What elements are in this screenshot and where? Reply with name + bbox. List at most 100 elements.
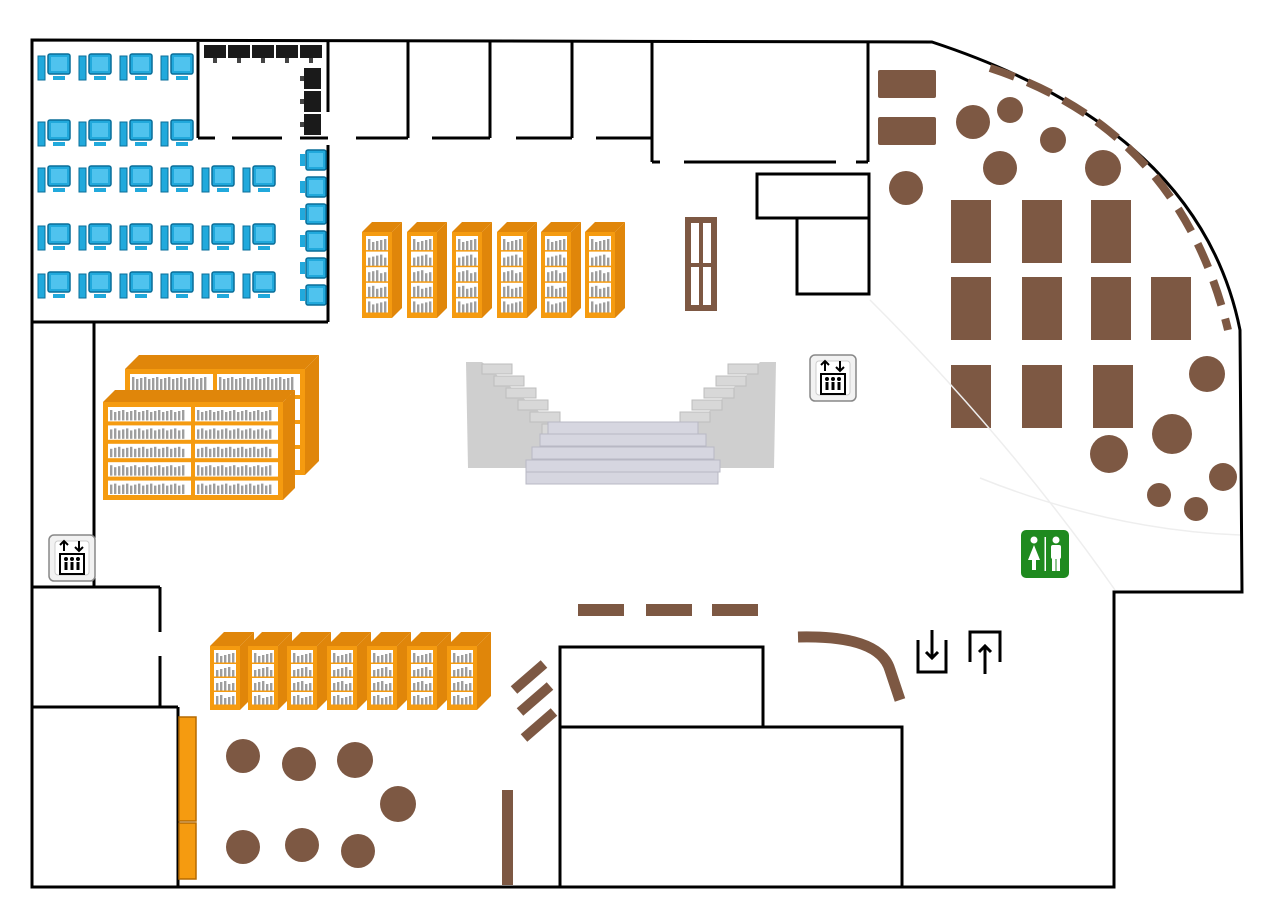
computer-tower: [119, 273, 128, 299]
book: [237, 447, 240, 458]
computer-tower: [119, 55, 128, 81]
elevator-icon[interactable]: [809, 354, 857, 402]
book: [519, 301, 522, 313]
computer-tower: [201, 273, 210, 299]
bookshelf-top: [362, 222, 402, 232]
book: [209, 465, 212, 476]
book: [178, 411, 181, 421]
book: [197, 484, 200, 494]
book: [470, 240, 473, 251]
round-table: [1209, 463, 1237, 491]
media-station: [300, 68, 321, 89]
elevator-icon[interactable]: [48, 534, 96, 582]
book: [507, 285, 510, 298]
book: [465, 697, 468, 705]
book: [154, 466, 157, 476]
shelf-board: [411, 281, 433, 283]
bookshelf: [210, 632, 254, 710]
bookshelf: [407, 222, 447, 318]
computer-icon: [78, 119, 112, 147]
book: [209, 484, 212, 494]
book: [205, 446, 208, 458]
computer-screen: [92, 123, 108, 137]
book: [297, 669, 300, 677]
book: [337, 695, 340, 705]
shelf-board: [331, 690, 353, 692]
book: [178, 446, 181, 458]
book: [245, 448, 248, 458]
book: [269, 410, 272, 421]
book: [269, 484, 272, 494]
book: [265, 446, 268, 458]
wall-shelf-panel: [178, 716, 197, 822]
media-stand: [285, 58, 289, 63]
book: [429, 272, 432, 282]
bookshelf-side: [615, 222, 625, 318]
shelf-board: [411, 296, 433, 299]
book: [150, 483, 153, 494]
book: [421, 288, 424, 298]
bookshelf-top: [447, 632, 491, 646]
book: [461, 698, 464, 705]
book: [337, 669, 340, 677]
bookshelf: [327, 632, 371, 710]
book: [381, 655, 384, 663]
book: [144, 377, 147, 394]
media-station: [300, 91, 321, 112]
lounge-table: [380, 786, 416, 822]
computer-tower: [37, 55, 46, 81]
book: [229, 411, 232, 421]
bookshelves-top: [362, 222, 625, 318]
book: [254, 653, 257, 663]
computer-tower: [78, 167, 87, 193]
book: [519, 272, 522, 282]
book: [453, 683, 456, 691]
exit-icon[interactable]: [968, 630, 1002, 674]
book: [503, 239, 506, 251]
book: [232, 670, 235, 677]
book: [384, 272, 387, 282]
book: [269, 448, 272, 458]
study-table: [1022, 200, 1062, 263]
study-table: [951, 277, 991, 340]
shelf-board: [545, 281, 567, 283]
shelf-board: [411, 265, 433, 268]
book: [421, 270, 424, 282]
counter-segment: [712, 604, 758, 616]
book: [204, 377, 207, 394]
book: [453, 670, 456, 677]
computer-tower: [119, 225, 128, 251]
book: [381, 668, 384, 677]
sofa: [878, 70, 936, 98]
book: [266, 654, 269, 663]
shelf-board: [291, 704, 313, 706]
lounge-table: [341, 834, 375, 868]
computer-icon: [300, 203, 327, 225]
computer-icon: [37, 119, 71, 147]
book: [114, 447, 117, 458]
restroom-icon[interactable]: [1021, 530, 1069, 578]
round-table: [1147, 483, 1171, 507]
book: [146, 448, 149, 458]
book: [417, 242, 420, 251]
book: [462, 242, 465, 251]
round-table: [1184, 497, 1208, 521]
book: [150, 447, 153, 458]
book: [461, 681, 464, 691]
book: [293, 653, 296, 663]
book-return-icon[interactable]: [916, 630, 948, 674]
book: [462, 285, 465, 298]
book: [180, 377, 183, 394]
book: [301, 655, 304, 663]
book: [385, 667, 388, 677]
book: [217, 485, 220, 494]
book: [237, 483, 240, 494]
book: [228, 654, 231, 663]
book: [258, 669, 261, 677]
book: [503, 257, 506, 267]
book: [461, 668, 464, 677]
book: [257, 410, 260, 421]
book: [213, 467, 216, 476]
book: [511, 270, 514, 282]
computer-tower: [37, 225, 46, 251]
